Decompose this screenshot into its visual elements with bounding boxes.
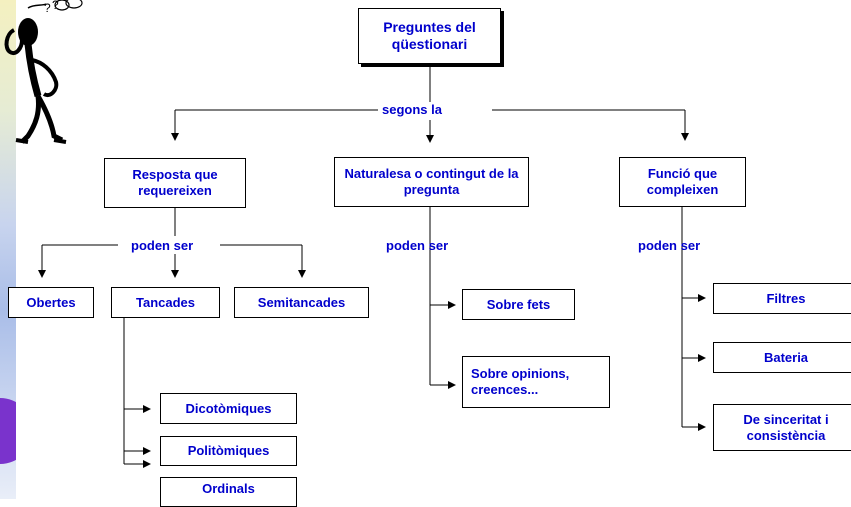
node-dicotomiques: Dicotòmiques bbox=[160, 393, 297, 424]
node-semitancades: Semitancades bbox=[234, 287, 369, 318]
category-naturalesa: Naturalesa o contingut de la pregunta bbox=[334, 157, 529, 207]
purple-circle-decoration bbox=[0, 398, 16, 464]
poden-ser-label-3: poden ser bbox=[638, 238, 701, 253]
thinking-man-icon: ? ? bbox=[4, 0, 83, 144]
node-ordinals: Ordinals bbox=[160, 477, 297, 507]
svg-text:?: ? bbox=[44, 1, 51, 15]
node-obertes: Obertes bbox=[8, 287, 94, 318]
decorative-sidebar bbox=[0, 0, 16, 499]
category-resposta: Resposta que requereixen bbox=[104, 158, 246, 208]
segons-la-label: segons la bbox=[378, 102, 446, 117]
node-bateria: Bateria bbox=[713, 342, 851, 373]
node-sobre-opinions: Sobre opinions, creences... bbox=[462, 356, 610, 408]
node-sobre-fets: Sobre fets bbox=[462, 289, 575, 320]
poden-ser-label-2: poden ser bbox=[386, 238, 449, 253]
category-funcio: Funció que compleixen bbox=[619, 157, 746, 207]
root-node: Preguntes del qüestionari bbox=[358, 8, 501, 64]
node-politomiques: Politòmiques bbox=[160, 436, 297, 466]
node-sinceritat: De sinceritat i consistència bbox=[713, 404, 851, 451]
node-tancades: Tancades bbox=[111, 287, 220, 318]
poden-ser-label-1: poden ser bbox=[127, 238, 198, 253]
node-filtres: Filtres bbox=[713, 283, 851, 314]
